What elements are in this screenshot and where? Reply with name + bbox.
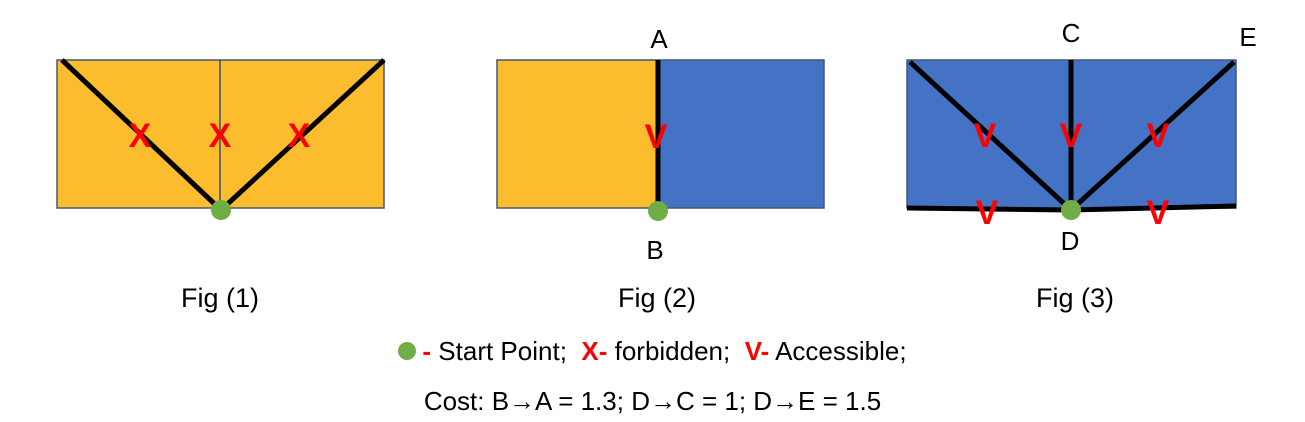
figure-3: V V V V V C E D Fig (3): [906, 18, 1257, 313]
legend-dash: -: [422, 336, 432, 366]
fig2-caption: Fig (2): [618, 283, 696, 313]
legend-line: - Start Point; X- forbidden; V- Accessib…: [0, 336, 1305, 367]
fig3-label-d: D: [1061, 226, 1080, 256]
fig3-mark-upper-center: V: [1060, 117, 1083, 155]
fig3-edge-left-diagonal: [908, 60, 1073, 212]
fig2-right-cell: [657, 59, 825, 209]
fig1-edge-right: [219, 58, 386, 212]
fig3-mark-lower-left: V: [976, 194, 999, 232]
legend-accessible-text: Accessible;: [769, 336, 907, 366]
legend-forbidden-text: forbidden;: [607, 336, 731, 366]
legend-start-text: Start Point;: [431, 336, 567, 366]
fig1-mark-left: X: [129, 117, 152, 155]
legend-accessible-symbol: V-: [744, 336, 770, 366]
fig2-label-b: B: [646, 235, 663, 265]
fig1-edge-left: [60, 58, 223, 212]
fig3-edge-right-diagonal: [1069, 60, 1236, 212]
fig1-start-point: [211, 200, 231, 220]
diagram-canvas: X X X Fig (1) V A B Fig (2) V: [56, 18, 1257, 313]
fig1-mark-right: X: [288, 117, 311, 155]
fig3-mark-lower-right: V: [1147, 194, 1170, 232]
fig2-left-cell: [496, 59, 659, 209]
fig3-edge-bottom-left: [906, 205, 1072, 213]
fig3-caption: Fig (3): [1036, 283, 1114, 313]
legend-forbidden-symbol: X-: [581, 336, 608, 366]
fig3-label-c: C: [1062, 18, 1081, 48]
fig3-start-point: [1061, 200, 1081, 220]
cost-line: Cost: B→A = 1.3; D→C = 1; D→E = 1.5: [423, 386, 882, 416]
fig3-mark-upper-right: V: [1147, 117, 1170, 155]
figure-1: X X X Fig (1): [56, 58, 386, 313]
fig3-mark-upper-left: V: [974, 117, 997, 155]
fig1-caption: Fig (1): [181, 283, 259, 313]
fig2-label-a: A: [650, 24, 668, 54]
fig2-start-point: [648, 201, 668, 221]
fig3-label-e: E: [1239, 22, 1256, 52]
fig3-edge-bottom-right: [1070, 203, 1237, 213]
figure-2: V A B Fig (2): [496, 24, 825, 313]
fig2-mark: V: [645, 118, 668, 156]
start-point-swatch: [398, 342, 417, 361]
fig1-mark-center: X: [209, 117, 232, 155]
